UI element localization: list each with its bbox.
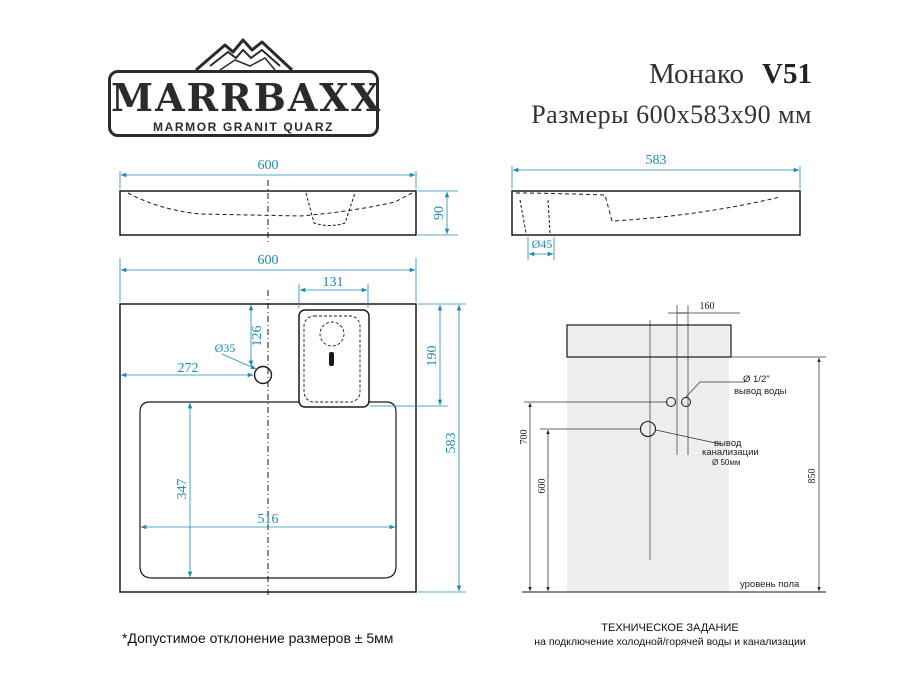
top-width-label: 600: [258, 253, 279, 268]
product-title: Монако V51: [649, 58, 812, 91]
bowl-width-label: 516: [258, 512, 279, 527]
drain-diameter-label: Ø 50мм: [712, 458, 740, 467]
spec-subtitle: на подключение холодной/горячей воды и к…: [534, 636, 806, 648]
hole-diameter-label: Ø35: [215, 341, 236, 355]
floor-level-label: уровень пола: [740, 579, 800, 590]
overflow-slot-icon: [329, 352, 334, 366]
water-diameter-label: Ø 1/2": [743, 374, 770, 385]
brand-name: MARRBAXX: [111, 75, 383, 120]
hole-distance-label: 126: [250, 326, 265, 347]
drain-label-1: вывод: [714, 438, 742, 449]
basin-block: [566, 324, 732, 358]
tolerance-note: *Допустимое отклонение размеров ± 5мм: [122, 630, 394, 646]
faucet-width-label: 131: [323, 275, 344, 290]
product-name: Монако: [648, 58, 745, 90]
install-view: 160 Ø 1/2" вывод воды вывод канализации …: [519, 301, 826, 593]
front-view: 600 90: [119, 158, 458, 245]
height-700-label: 700: [519, 430, 530, 445]
top-view: 600 131 190 583 272 Ø35 126 516 347: [119, 253, 466, 598]
water-outlet-label: вывод воды: [734, 386, 787, 397]
bowl-depth-label: 347: [175, 479, 190, 500]
hole-offset-label: 272: [178, 361, 199, 376]
side-view: 583 Ø45: [511, 153, 801, 260]
size-title: Размеры 600х583х90 мм: [531, 100, 812, 129]
drain-label-2: канализации: [702, 447, 759, 458]
brand-tagline: MARMOR GRANIT QUARZ: [152, 120, 335, 134]
water-outlet-right: [681, 397, 691, 407]
product-model: V51: [762, 58, 812, 90]
height-600-label: 600: [537, 479, 548, 494]
faucet-depth-label: 190: [425, 346, 440, 367]
top-depth-label: 583: [444, 433, 459, 454]
faucet-hole: [253, 365, 273, 385]
spec-title: ТЕХНИЧЕСКОЕ ЗАДАНИЕ: [601, 622, 739, 634]
mountain-icon: [195, 38, 294, 72]
front-width-label: 600: [258, 158, 279, 173]
wall-background: [567, 356, 729, 592]
side-depth-label: 583: [646, 153, 667, 168]
front-height-label: 90: [432, 206, 447, 220]
brand-logo: MARRBAXX MARMOR GRANIT QUARZ: [108, 70, 383, 137]
spacing-label: 160: [700, 301, 715, 312]
height-850-label: 850: [807, 469, 818, 484]
drain-outlet: [639, 420, 657, 438]
side-hole-label: Ø45: [532, 237, 553, 251]
